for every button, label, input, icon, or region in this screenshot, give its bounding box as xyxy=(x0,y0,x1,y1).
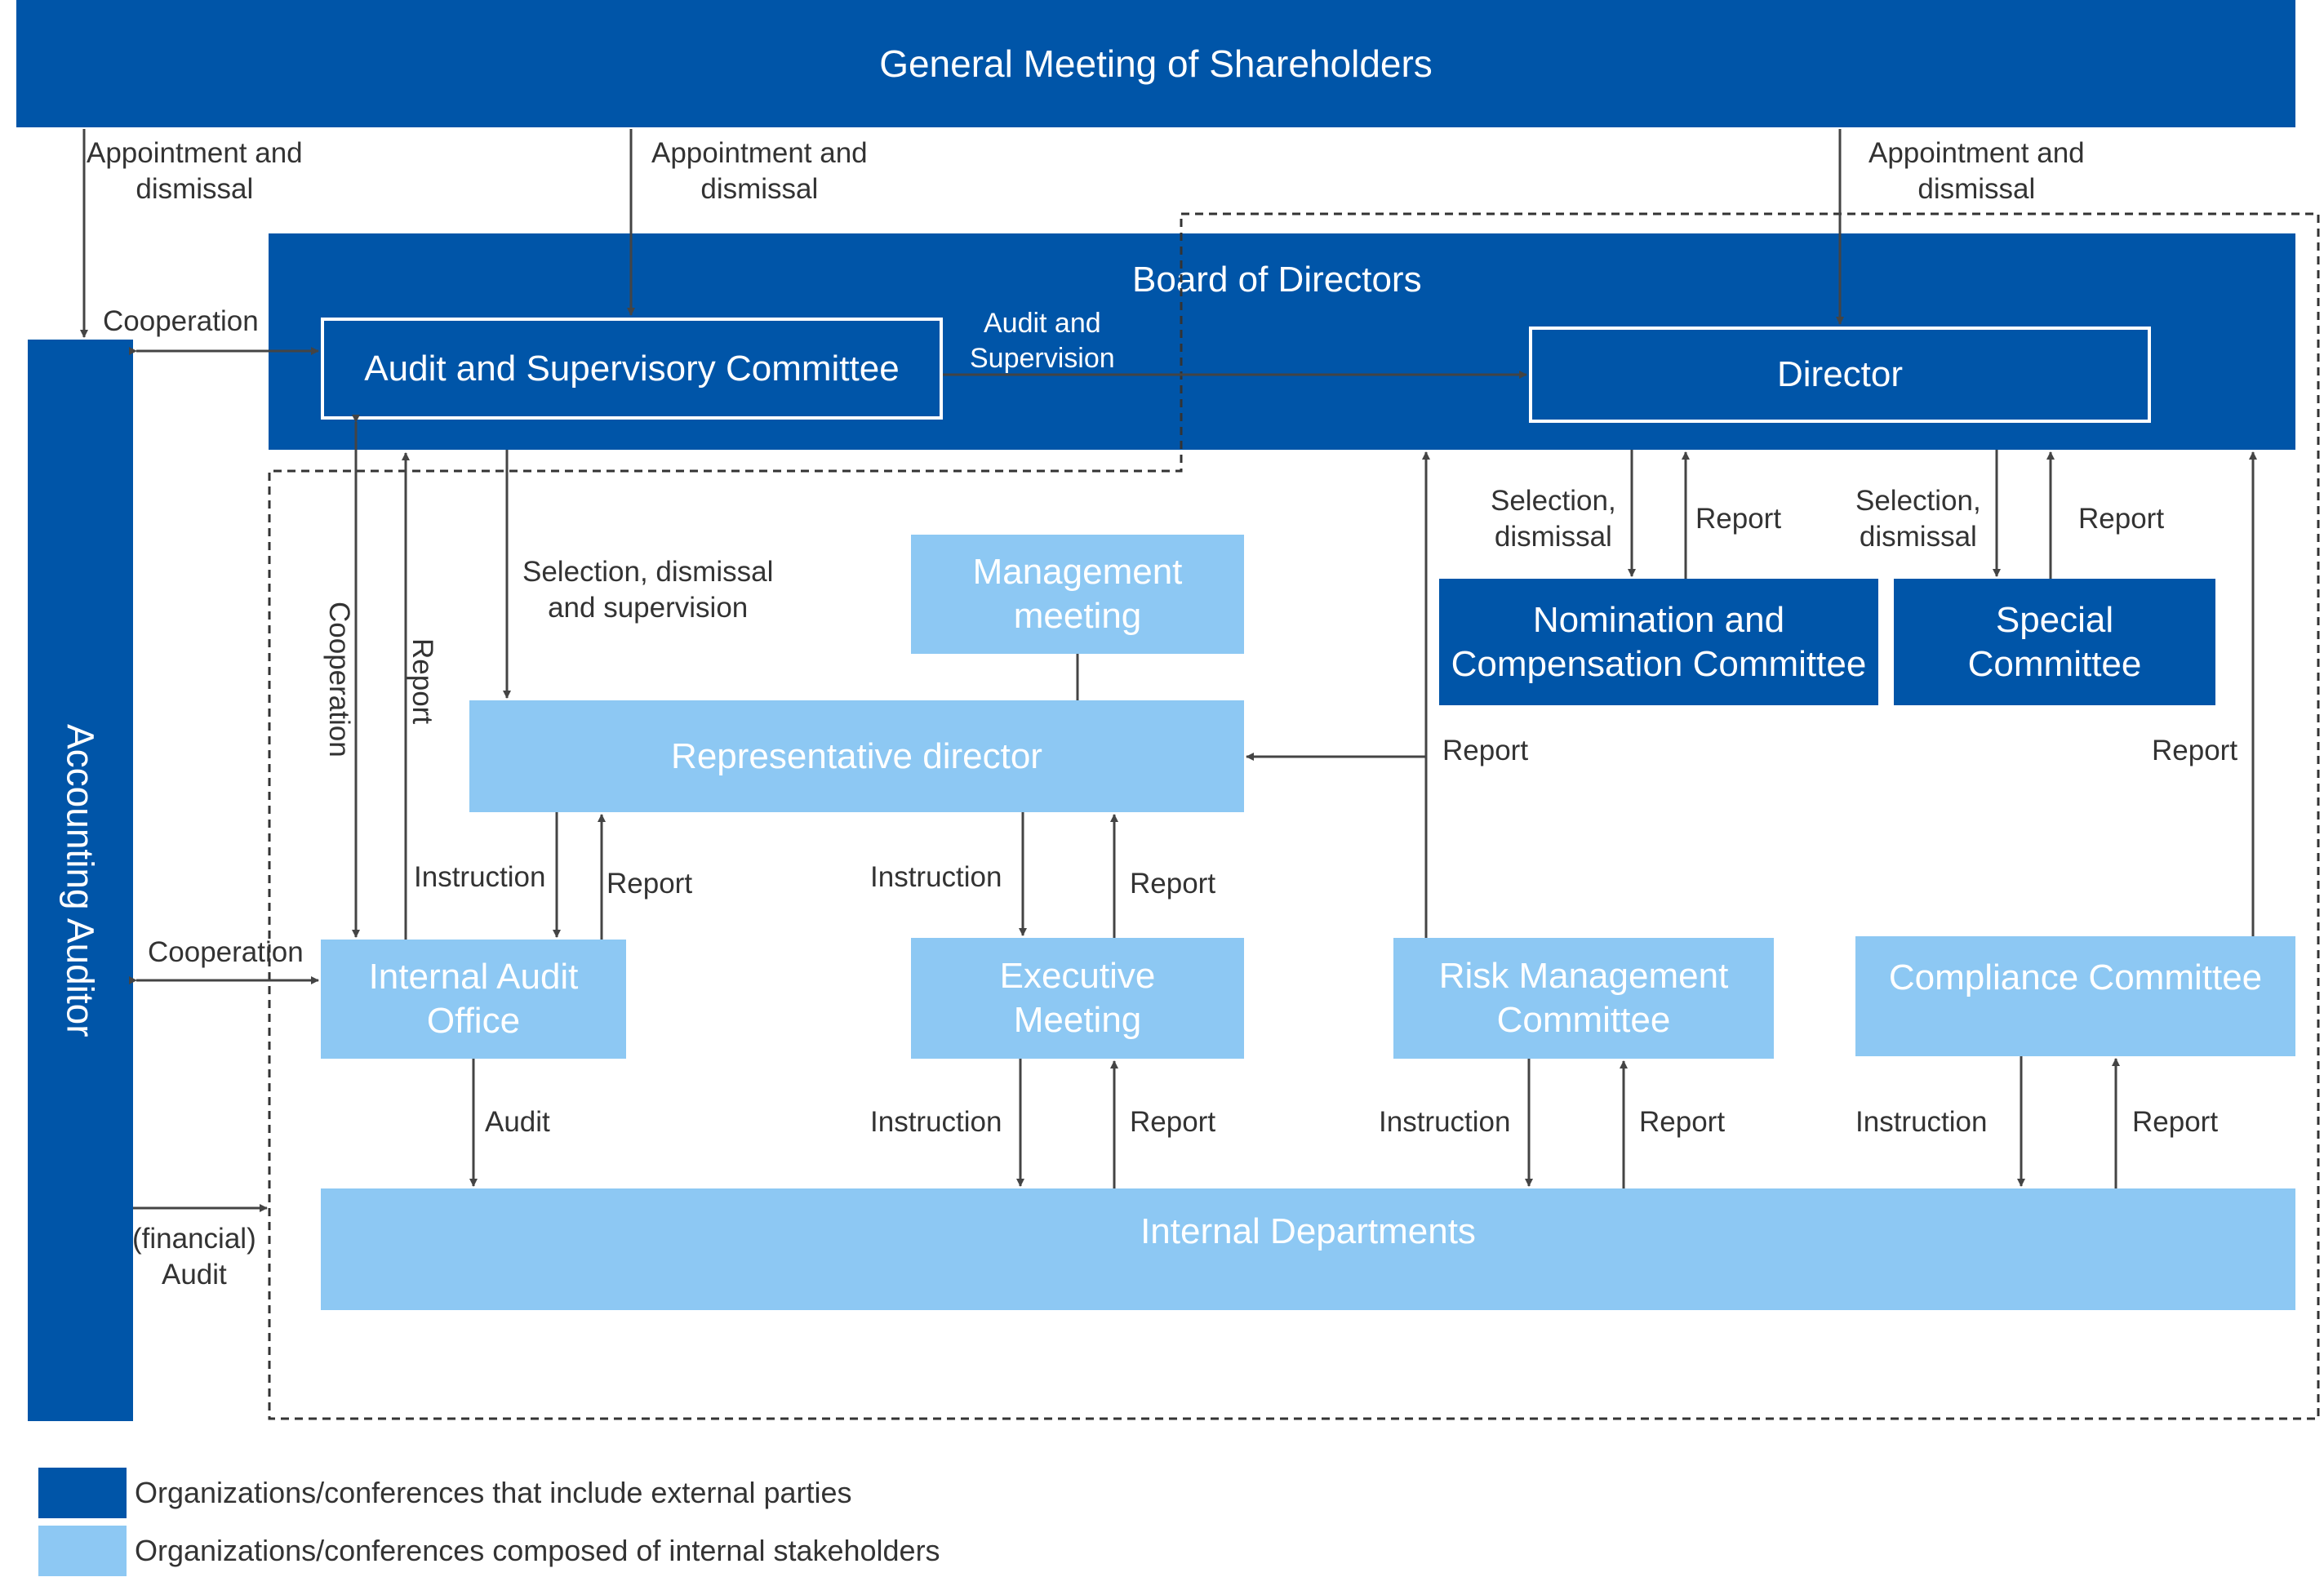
general-meeting-box: General Meeting of Shareholders xyxy=(16,0,2295,127)
label-audit: Audit xyxy=(485,1106,550,1138)
legend-swatch-light xyxy=(38,1526,127,1576)
internal-audit-office-box: Internal Audit Office xyxy=(321,940,626,1059)
executive-meeting-box: Executive Meeting xyxy=(911,938,1244,1059)
representative-director-box: Representative director xyxy=(469,700,1244,812)
label-instruction-exec-depts: Instruction xyxy=(870,1106,1002,1138)
label-audit-supervision: Audit and Supervision xyxy=(970,308,1115,374)
label-appointment-3: Appointment and dismissal xyxy=(1869,137,2085,205)
label-cooperation-top: Cooperation xyxy=(103,305,259,337)
label-report-compliance-board: Report xyxy=(2152,735,2238,766)
label-report-exec: Report xyxy=(1130,868,1216,900)
label-instruction-risk: Instruction xyxy=(1379,1106,1511,1138)
label-instruction-iao: Instruction xyxy=(414,861,546,893)
special-committee-box: Special Committee xyxy=(1894,579,2215,705)
management-meeting-box: Management meeting xyxy=(911,535,1244,654)
label-selection-dismissal-2: Selection, dismissal xyxy=(1855,485,1981,553)
label-report-special: Report xyxy=(2078,503,2165,535)
internal-departments-box: Internal Departments xyxy=(321,1188,2295,1310)
risk-management-committee-box: Risk Management Committee xyxy=(1393,938,1774,1059)
legend-text-dark: Organizations/conferences that include e… xyxy=(135,1476,852,1509)
legend-swatch-dark xyxy=(38,1468,127,1518)
label-report-nomination: Report xyxy=(1695,503,1782,535)
compliance-committee-box: Compliance Committee xyxy=(1855,936,2295,1056)
label-financial-audit: (financial) Audit xyxy=(132,1223,256,1291)
nomination-compensation-committee-box: Nomination and Compensation Committee xyxy=(1439,579,1878,705)
label-instruction-exec: Instruction xyxy=(870,861,1002,893)
audit-supervisory-committee-box: Audit and Supervisory Committee xyxy=(321,318,943,420)
dashed-boundary-board xyxy=(268,212,2320,1420)
director-box: Director xyxy=(1529,327,2151,423)
label-report-exec-depts: Report xyxy=(1130,1106,1216,1138)
accounting-auditor-box: Accounting Auditor xyxy=(28,340,133,1421)
accounting-auditor-title: Accounting Auditor xyxy=(59,723,102,1037)
label-report-iao: Report xyxy=(607,868,693,900)
label-report-risk-rep: Report xyxy=(1442,735,1529,766)
label-cooperation-mid: Cooperation xyxy=(148,936,304,968)
board-of-directors-title: Board of Directors xyxy=(1132,260,1422,300)
label-cooperation-vertical: Cooperation xyxy=(323,602,355,757)
label-selection-supervision: Selection, dismissal and supervision xyxy=(522,556,774,624)
label-selection-dismissal-1: Selection, dismissal xyxy=(1491,485,1616,553)
label-report-compliance: Report xyxy=(2132,1106,2219,1138)
legend-text-light: Organizations/conferences composed of in… xyxy=(135,1534,940,1567)
label-report-vertical: Report xyxy=(407,638,438,725)
label-appointment-2: Appointment and dismissal xyxy=(651,137,868,205)
label-report-risk: Report xyxy=(1639,1106,1726,1138)
label-appointment-1: Appointment and dismissal xyxy=(87,137,303,205)
label-instruction-compliance: Instruction xyxy=(1855,1106,1988,1138)
